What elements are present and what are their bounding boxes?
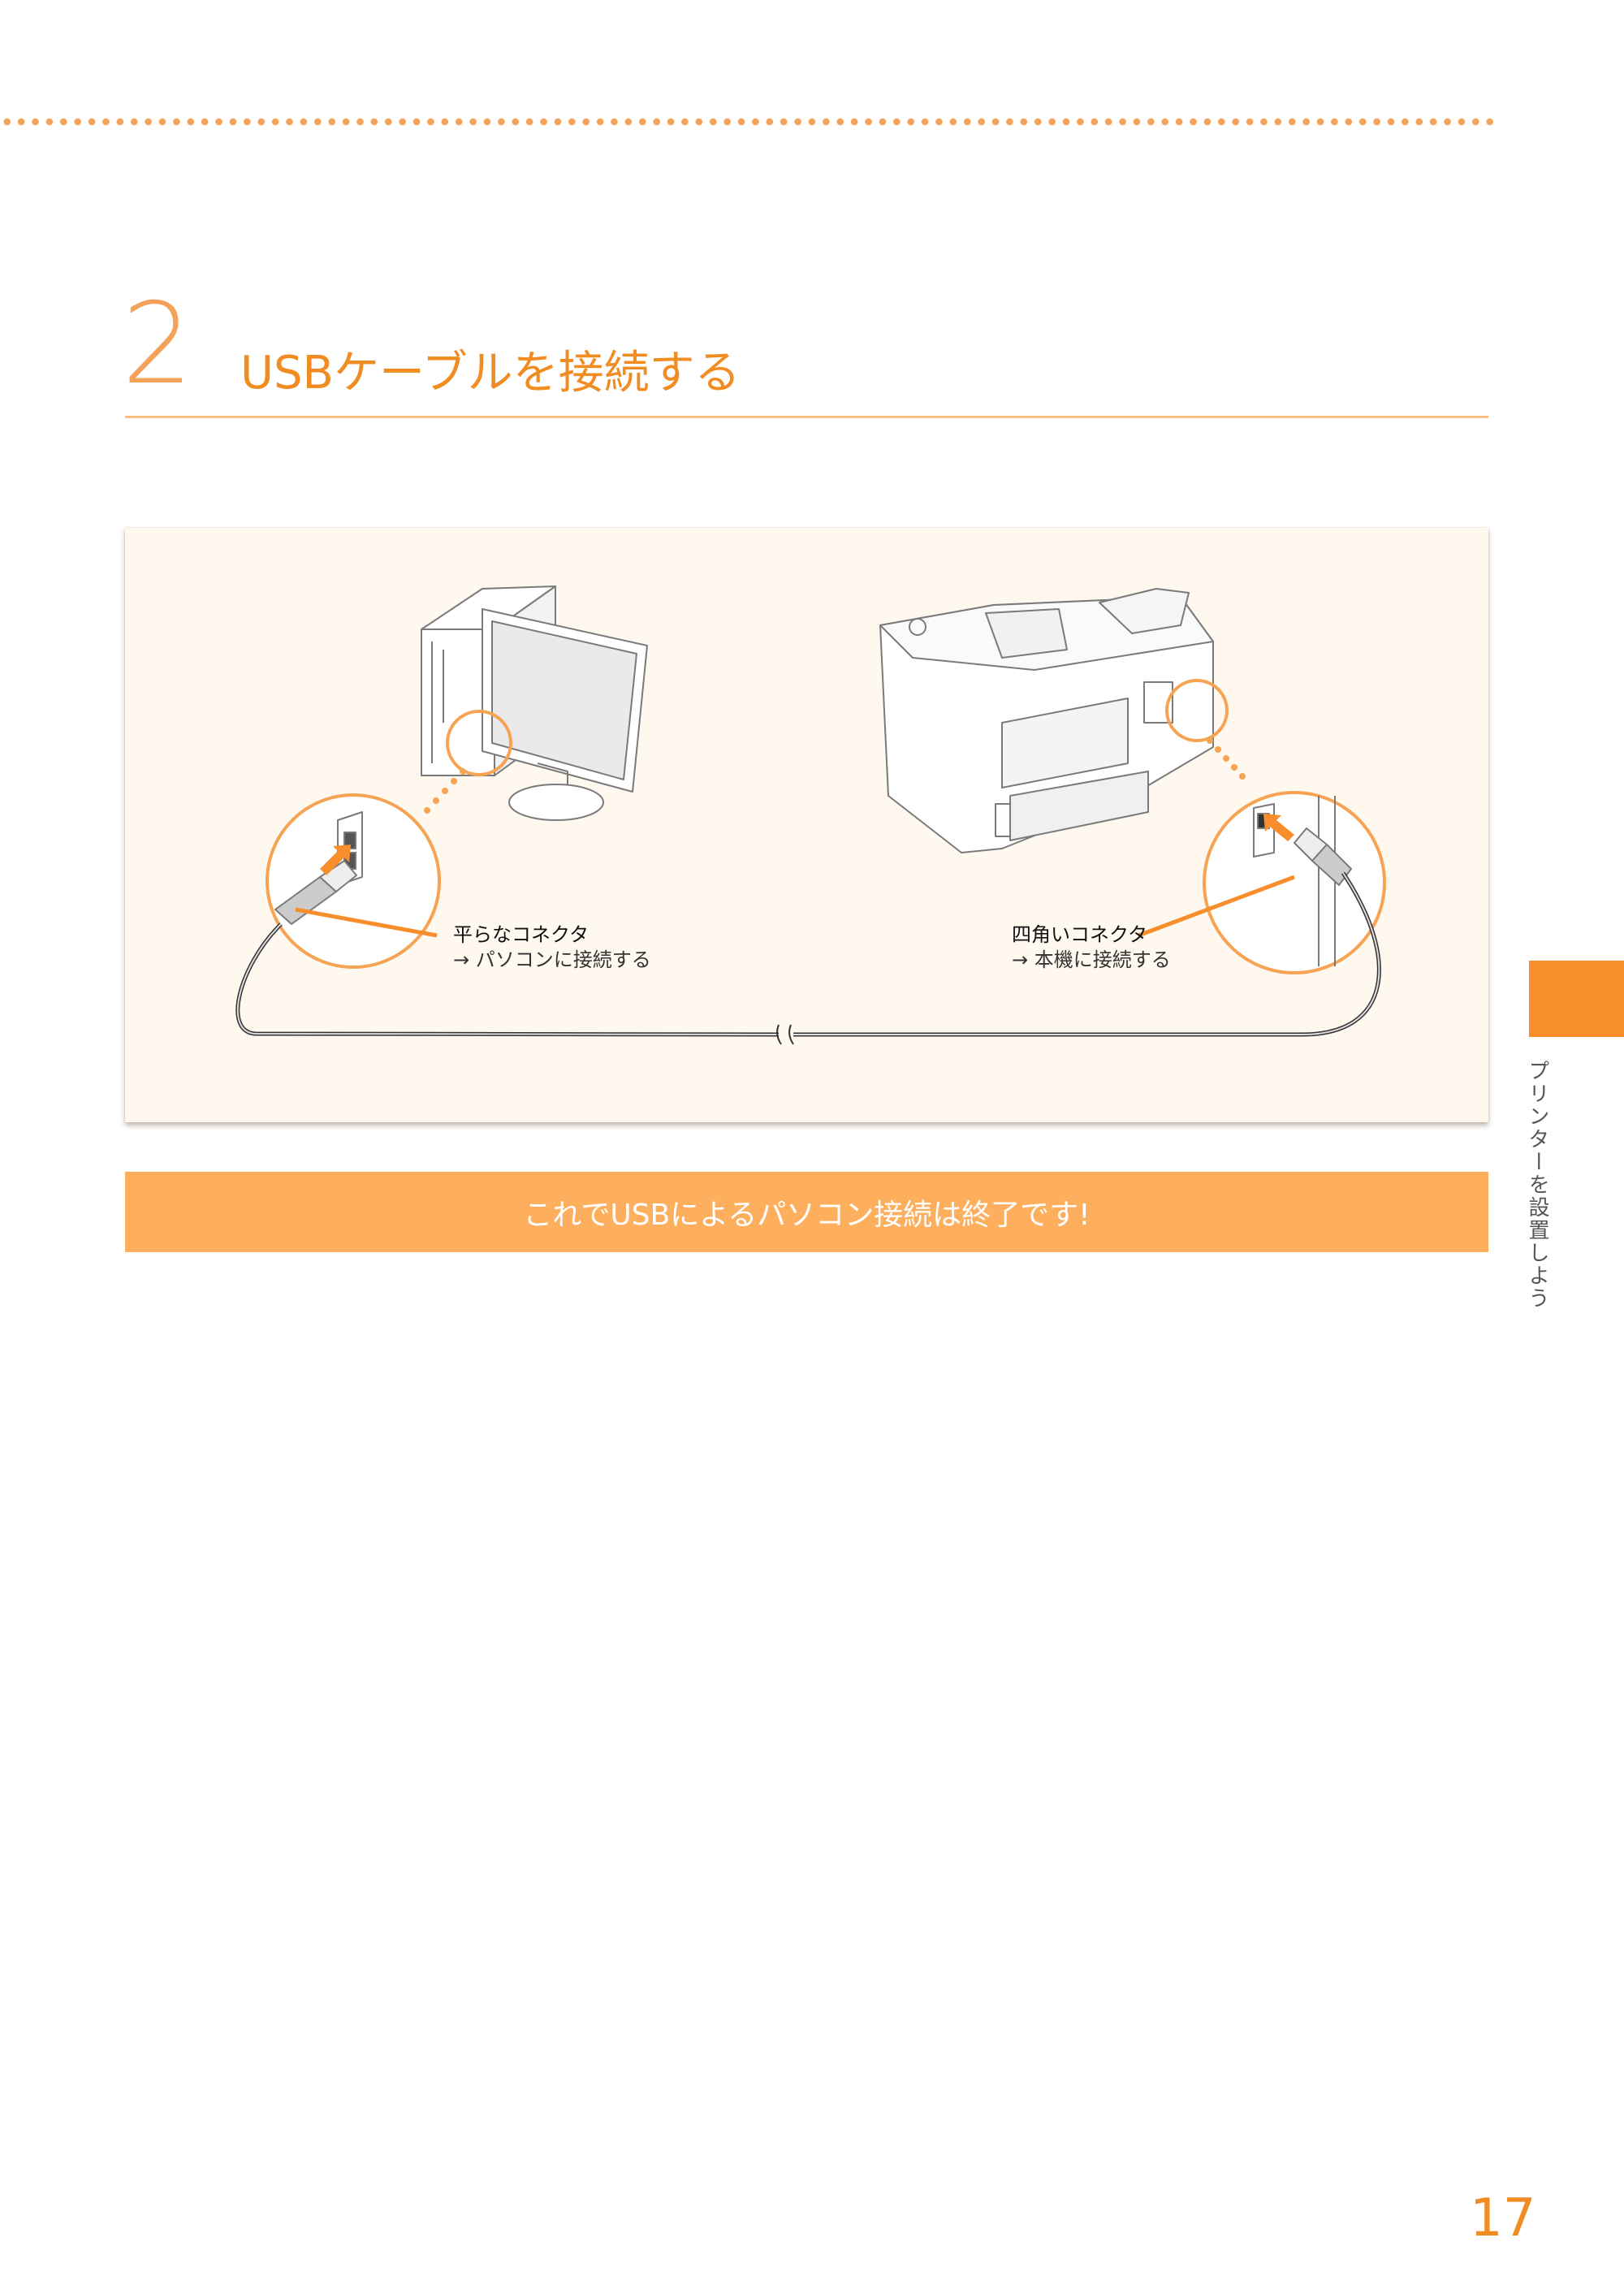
pc-port-highlight-circle (446, 710, 512, 776)
monitor-icon (482, 608, 648, 821)
usb-connection-illustration: 平らなコネクタ → パソコンに接続する 四角いコネクタ → 本機に接続する (125, 528, 1488, 1122)
flat-connector-instruction: → パソコンに接続する (453, 948, 651, 971)
square-connector-callout: 四角いコネクタ → 本機に接続する (1012, 922, 1171, 973)
printer-icon (879, 588, 1214, 853)
printer-port-highlight-circle (1165, 679, 1229, 742)
dotted-divider (0, 117, 1498, 127)
section-title: USBケーブルを接続する (240, 347, 741, 400)
chapter-tab-label: プリンターを設置しよう (1525, 1060, 1549, 1310)
page-number: 17 (1470, 2188, 1536, 2249)
illustration-drawing (235, 585, 1386, 1045)
completion-message: これでUSBによるパソコン接続は終了です! (523, 1198, 1091, 1232)
pc-port-zoom-circle (266, 793, 441, 969)
printer-port-zoom-circle (1203, 791, 1386, 974)
completion-banner: これでUSBによるパソコン接続は終了です! (125, 1172, 1488, 1252)
chapter-tab[interactable] (1529, 961, 1624, 1037)
square-connector-instruction: → 本機に接続する (1012, 948, 1171, 971)
flat-connector-callout: 平らなコネクタ → パソコンに接続する (453, 922, 651, 973)
step-number: 2 (122, 279, 193, 409)
flat-connector-label: 平らなコネクタ (453, 923, 590, 946)
square-connector-label: 四角いコネクタ (1012, 923, 1148, 946)
title-underline (125, 416, 1488, 418)
